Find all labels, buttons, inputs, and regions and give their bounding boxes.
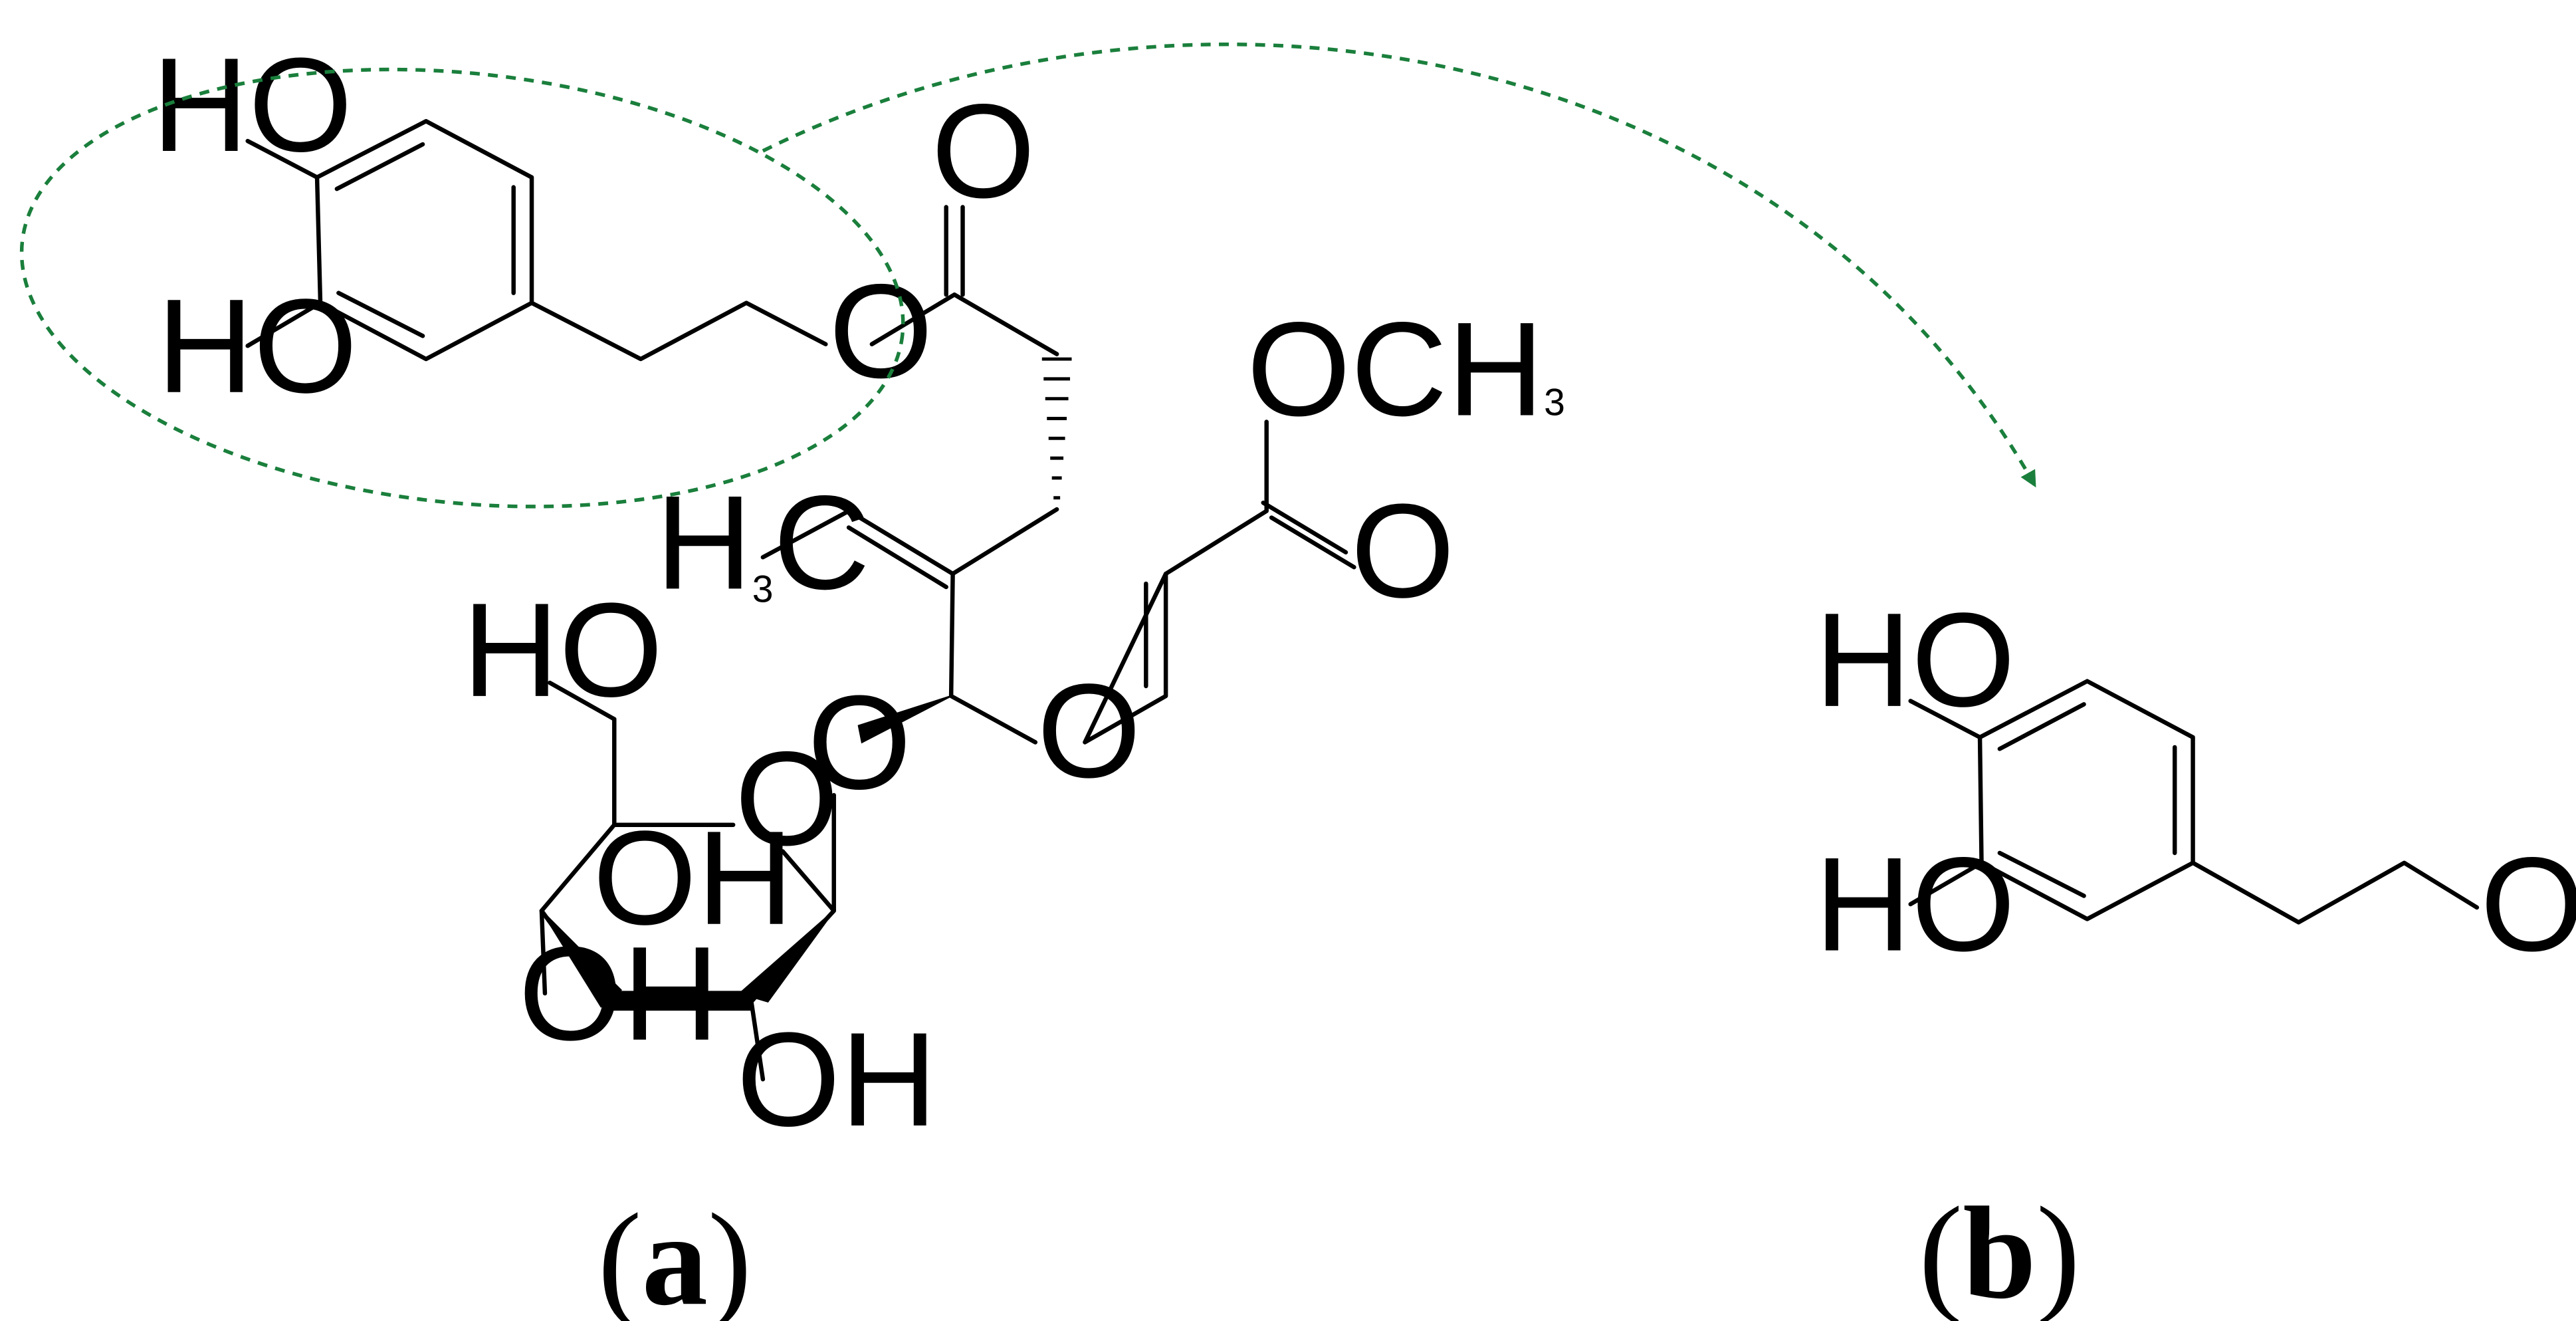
atom-label-o: O (829, 256, 933, 406)
hydroxytyrosol-ring-inner-double-bonds (1997, 702, 2177, 898)
bold-bond-sugar-c3 (607, 991, 752, 1011)
atom-label-o: O (1037, 656, 1141, 806)
catechol-ring-inner-double-bonds (334, 142, 516, 338)
hydroxytyrosol-structure (1908, 679, 2480, 925)
stereo-bonds (540, 357, 1072, 1011)
hashed-bond-ch2 (1041, 357, 1072, 500)
wedge-bond-glycosidic (857, 695, 952, 744)
panel-label-a: (a) (597, 1186, 752, 1321)
ethyl-linker-bonds (529, 300, 828, 362)
atom-label-o: O (931, 76, 1035, 226)
methyl-ester-bonds (1163, 420, 1269, 576)
atom-label-ho: HO (1815, 830, 2016, 979)
atom-label-och3: OCH3 (1247, 295, 1565, 444)
methyl-ester-carbonyl (1261, 500, 1356, 570)
atom-label-ho: HO (1815, 585, 2016, 735)
hydroxytyrosol-chain-bonds (2191, 860, 2480, 925)
ethylidene-double-bond (846, 525, 948, 590)
atom-label-oh: OH (2480, 830, 2576, 979)
atom-label-ho: HO (157, 271, 358, 421)
wedge-bond-sugar-c2 (738, 909, 835, 1003)
panel-label-b: (b) (1919, 1179, 2080, 1321)
atom-label-oh: OH (518, 919, 719, 1068)
atom-label-h3c: H3C (655, 467, 869, 617)
atom-label-o: O (735, 724, 839, 874)
atom-label-oh: OH (593, 803, 794, 953)
hydroxytyrosol-atom-labels: HO HO OH (1815, 585, 2576, 979)
acyl-bonds (869, 292, 1059, 356)
phenol-oh-bonds (245, 138, 323, 348)
carbonyl-double-bond (944, 205, 965, 297)
ethylidene-bonds (760, 509, 955, 576)
pyran-ring-bonds (948, 507, 1168, 745)
hydroxytyrosol-highlight (19, 43, 2036, 509)
atom-label-ho: HO (152, 30, 353, 180)
atom-label-o: O (1350, 476, 1455, 626)
oleuropein-structure (245, 119, 1356, 1082)
dashed-transform-arrow (762, 43, 2036, 488)
atom-label-oh: OH (736, 1005, 937, 1154)
oleuropein-atom-labels: HO HO O O OCH3 O H3C O O O HO OH OH OH (152, 30, 1565, 1154)
atom-label-o: O (807, 667, 912, 817)
atom-label-ho: HO (463, 575, 663, 725)
glucose-substituent-bonds (539, 680, 836, 1082)
hydroxytyrosol-oh-bonds (1908, 699, 1984, 907)
dashed-highlight-ellipse (19, 67, 905, 509)
